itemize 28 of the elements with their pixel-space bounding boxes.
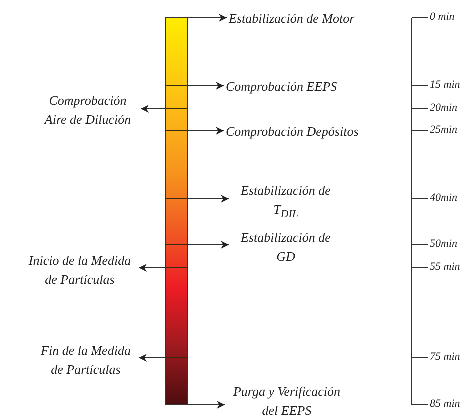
time-label: 85 min [430, 398, 460, 411]
event-label: Estabilización de Motor [229, 8, 401, 28]
time-label: 75 min [430, 351, 460, 364]
arrow [188, 401, 226, 409]
time-label: 20min [430, 102, 458, 115]
event-label: Inicio de la Medida de Partículas [23, 251, 137, 289]
time-label: 55 min [430, 261, 460, 274]
event-label: Comprobación Depósitos [226, 122, 403, 140]
time-label: 25min [430, 124, 458, 137]
event-label: Comprobación EEPS [226, 76, 378, 96]
event-label: Estabilización de T$_{DIL}$ [231, 181, 341, 225]
time-label: 0 min [430, 11, 455, 24]
time-label: 15 min [430, 79, 460, 92]
arrow [188, 195, 230, 203]
time-label: 40min [430, 192, 458, 205]
arrow [188, 82, 224, 90]
event-label: Comprobación Aire de Dilución [37, 91, 139, 129]
gradient-time-bar [166, 18, 188, 406]
arrow [140, 105, 166, 113]
arrow [138, 264, 166, 272]
arrow [188, 14, 228, 22]
event-label: Purga y Verificación del EEPS [227, 382, 347, 417]
arrow [138, 354, 166, 362]
event-label: Estabilización de GD [231, 228, 341, 266]
arrow [188, 241, 230, 249]
time-label: 50min [430, 238, 458, 251]
event-label: Fin de la Medida de Partículas [35, 341, 137, 379]
arrow [188, 127, 224, 135]
